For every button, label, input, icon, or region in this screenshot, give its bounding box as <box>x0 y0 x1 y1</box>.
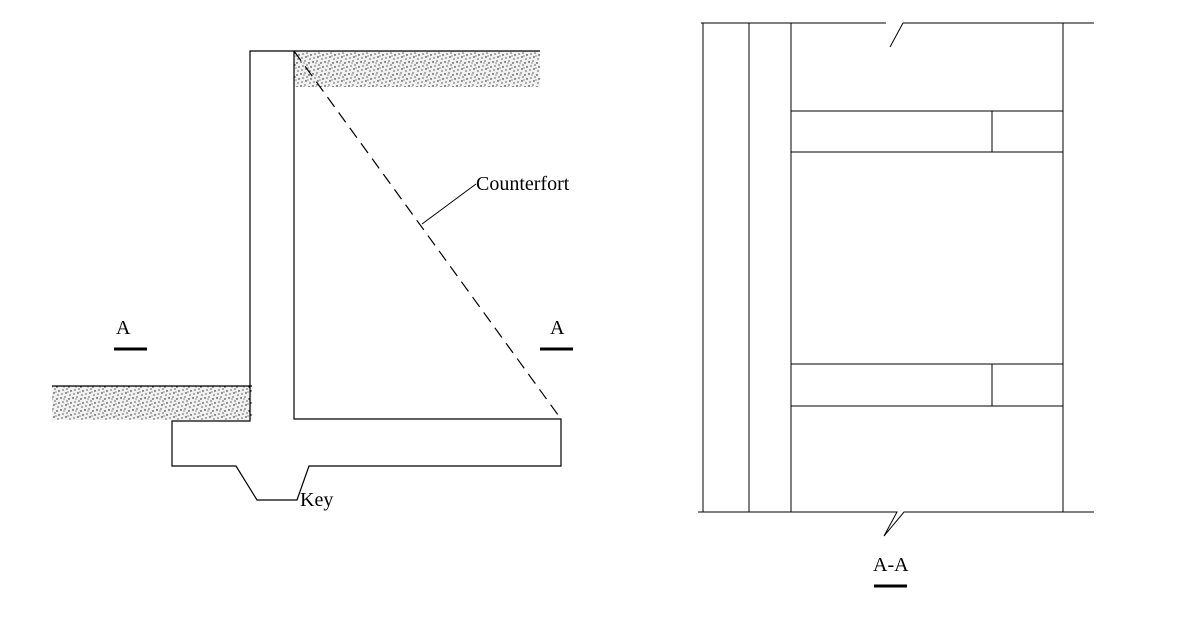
key-label: Key <box>300 489 333 511</box>
counterfort-label: Counterfort <box>476 173 570 195</box>
section-title: A-A <box>873 554 909 576</box>
wall-outline <box>171 50 562 501</box>
section-bottom-line <box>698 511 1094 537</box>
front-soil <box>52 386 252 420</box>
counterfort-leader <box>421 183 477 225</box>
section-top-break <box>889 22 1094 48</box>
section-mark-left: A <box>116 317 131 339</box>
section-mark-right: A <box>550 317 565 339</box>
section-a-a: A-A <box>698 22 1094 588</box>
counterfort-line <box>293 50 562 420</box>
wall-elevation: Counterfort Key A A <box>52 50 573 511</box>
backfill-soil <box>294 51 540 87</box>
